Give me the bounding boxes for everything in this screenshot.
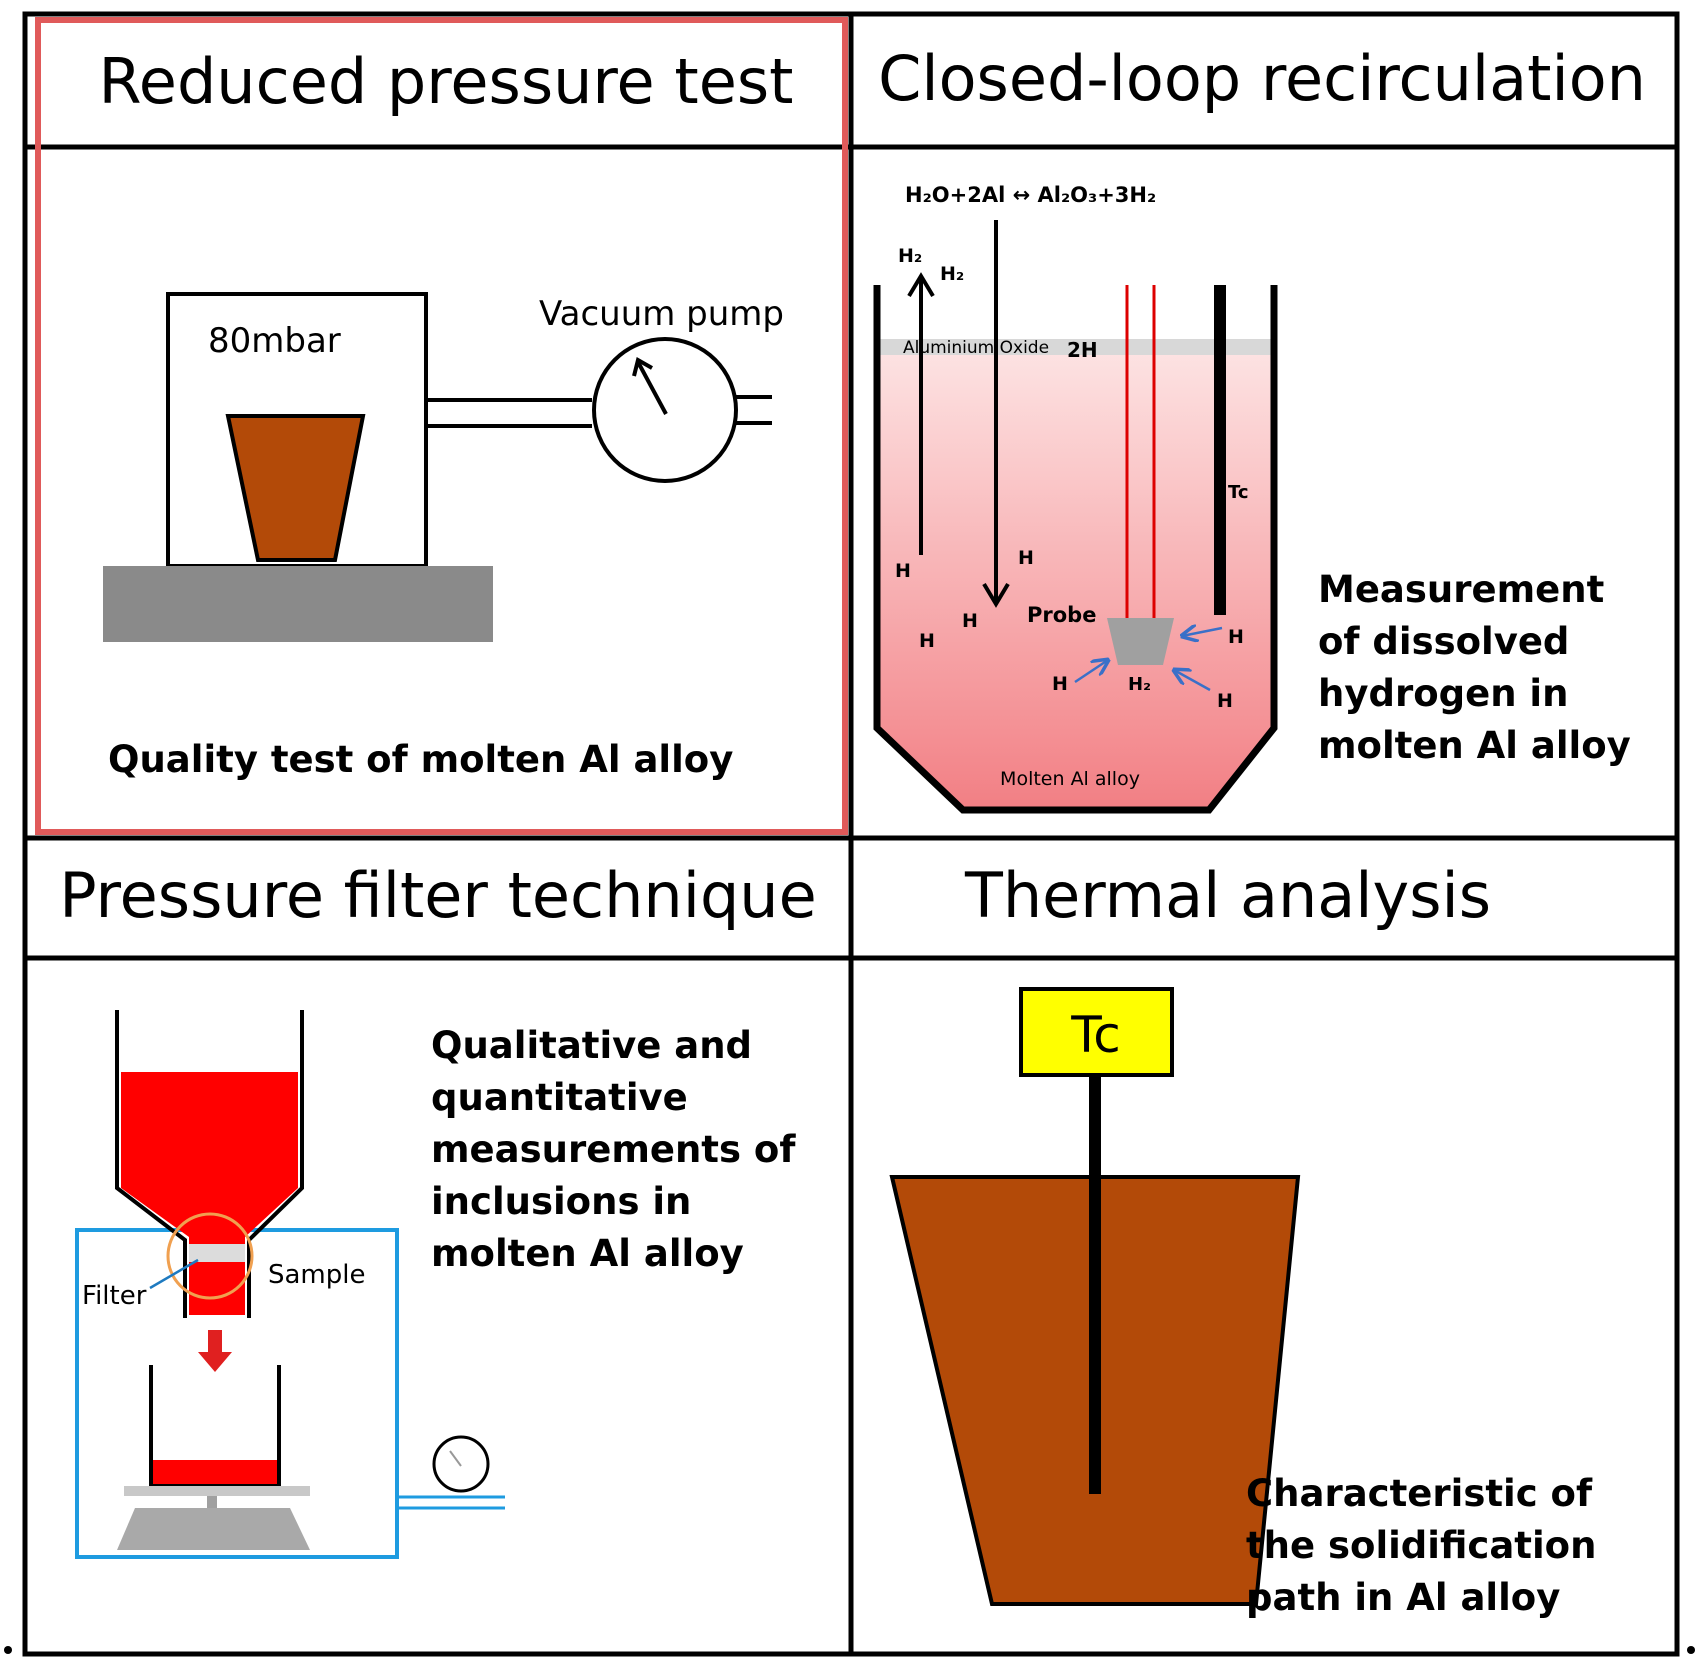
thermocouple-head <box>1019 987 1174 1077</box>
sample-stand <box>117 1508 310 1550</box>
melt-label: Molten Al alloy <box>1000 768 1140 790</box>
panel-caption-line: Characteristic of <box>1246 1472 1593 1515</box>
panel-title: Pressure filter technique <box>59 859 817 932</box>
filter-highlight-ring <box>166 1212 254 1300</box>
filter-disk <box>189 1244 245 1262</box>
hydrogen-atom: H <box>895 560 911 582</box>
oxide-layer <box>877 339 1274 355</box>
filter-label: Filter <box>82 1281 147 1311</box>
oxide-species-label: 2H <box>1067 338 1098 362</box>
pump-label: Vacuum pump <box>539 294 784 334</box>
panel-caption-line: path in Al alloy <box>1246 1576 1560 1619</box>
molten-melt <box>877 345 1274 810</box>
panel-caption-line: the solidification <box>1246 1524 1596 1567</box>
upper-crucible <box>115 1010 187 1318</box>
panel-caption-line: inclusions in <box>431 1180 691 1223</box>
flow-arrow <box>198 1352 232 1372</box>
panel-title: Reduced pressure test <box>99 45 794 118</box>
hydrogen-atom: H <box>919 630 935 652</box>
hydrogen-atom: H <box>1228 626 1244 648</box>
panel-thermal-analysis: Thermal analysis Tc Characteristic of th… <box>889 859 1596 1619</box>
highlight-frame <box>35 17 848 835</box>
probe-gas-label: H₂ <box>1128 674 1151 695</box>
panel-caption-line: molten Al alloy <box>1318 724 1631 767</box>
panel-caption-line: of dissolved <box>1318 620 1569 663</box>
panel-caption-line: quantitative <box>431 1076 688 1119</box>
thermocouple-label: Tc <box>1228 482 1249 503</box>
panel-caption: Quality test of molten Al alloy <box>108 738 733 781</box>
grid-frame <box>22 11 1680 1657</box>
rising-gas-label: H₂ <box>940 263 964 285</box>
melting-vessel <box>873 285 1278 814</box>
panel-title: Thermal analysis <box>964 859 1491 932</box>
panel-caption-line: Measurement <box>1318 568 1604 611</box>
thermocouple-rod <box>1089 1074 1101 1494</box>
probe <box>1107 618 1174 665</box>
crucible <box>225 414 366 562</box>
panel-caption-line: Qualitative and <box>431 1024 752 1067</box>
pressure-label: 80mbar <box>208 321 341 361</box>
hydrogen-atom: H <box>962 610 978 632</box>
rising-gas-label: H₂ <box>898 245 922 267</box>
probe-label: Probe <box>1027 603 1096 627</box>
hydrogen-atom: H <box>1018 547 1034 569</box>
molten-metal-upper <box>121 1072 298 1315</box>
panel-caption-line: measurements of <box>431 1128 796 1171</box>
stand-plate <box>103 566 493 642</box>
reaction-equation: H₂O+2Al ↔ Al₂O₃+3H₂ <box>905 183 1156 207</box>
gauge-needle <box>636 361 668 415</box>
panel-caption-line: molten Al alloy <box>431 1232 744 1275</box>
pressure-gauge <box>432 1435 490 1493</box>
panel-closed-loop: Closed-loop recirculation Aluminium Oxid… <box>873 42 1646 814</box>
panel-title: Closed-loop recirculation <box>878 42 1646 115</box>
panel-pressure-filter: Pressure filter technique Filter Sample … <box>59 859 817 1559</box>
sample-fill <box>153 1460 277 1484</box>
thermocouple-rod <box>1214 285 1226 615</box>
oxide-label: Aluminium Oxide <box>903 338 1049 358</box>
panel-reduced-pressure: Reduced pressure test 80mbar Vacuum pump… <box>35 17 848 835</box>
thermocouple-label: Tc <box>1070 1006 1121 1064</box>
hydrogen-atom: H <box>1217 690 1233 712</box>
panel-caption-line: hydrogen in <box>1318 672 1568 715</box>
hydrogen-atom: H <box>1052 673 1068 695</box>
sample-label: Sample <box>268 1260 366 1290</box>
